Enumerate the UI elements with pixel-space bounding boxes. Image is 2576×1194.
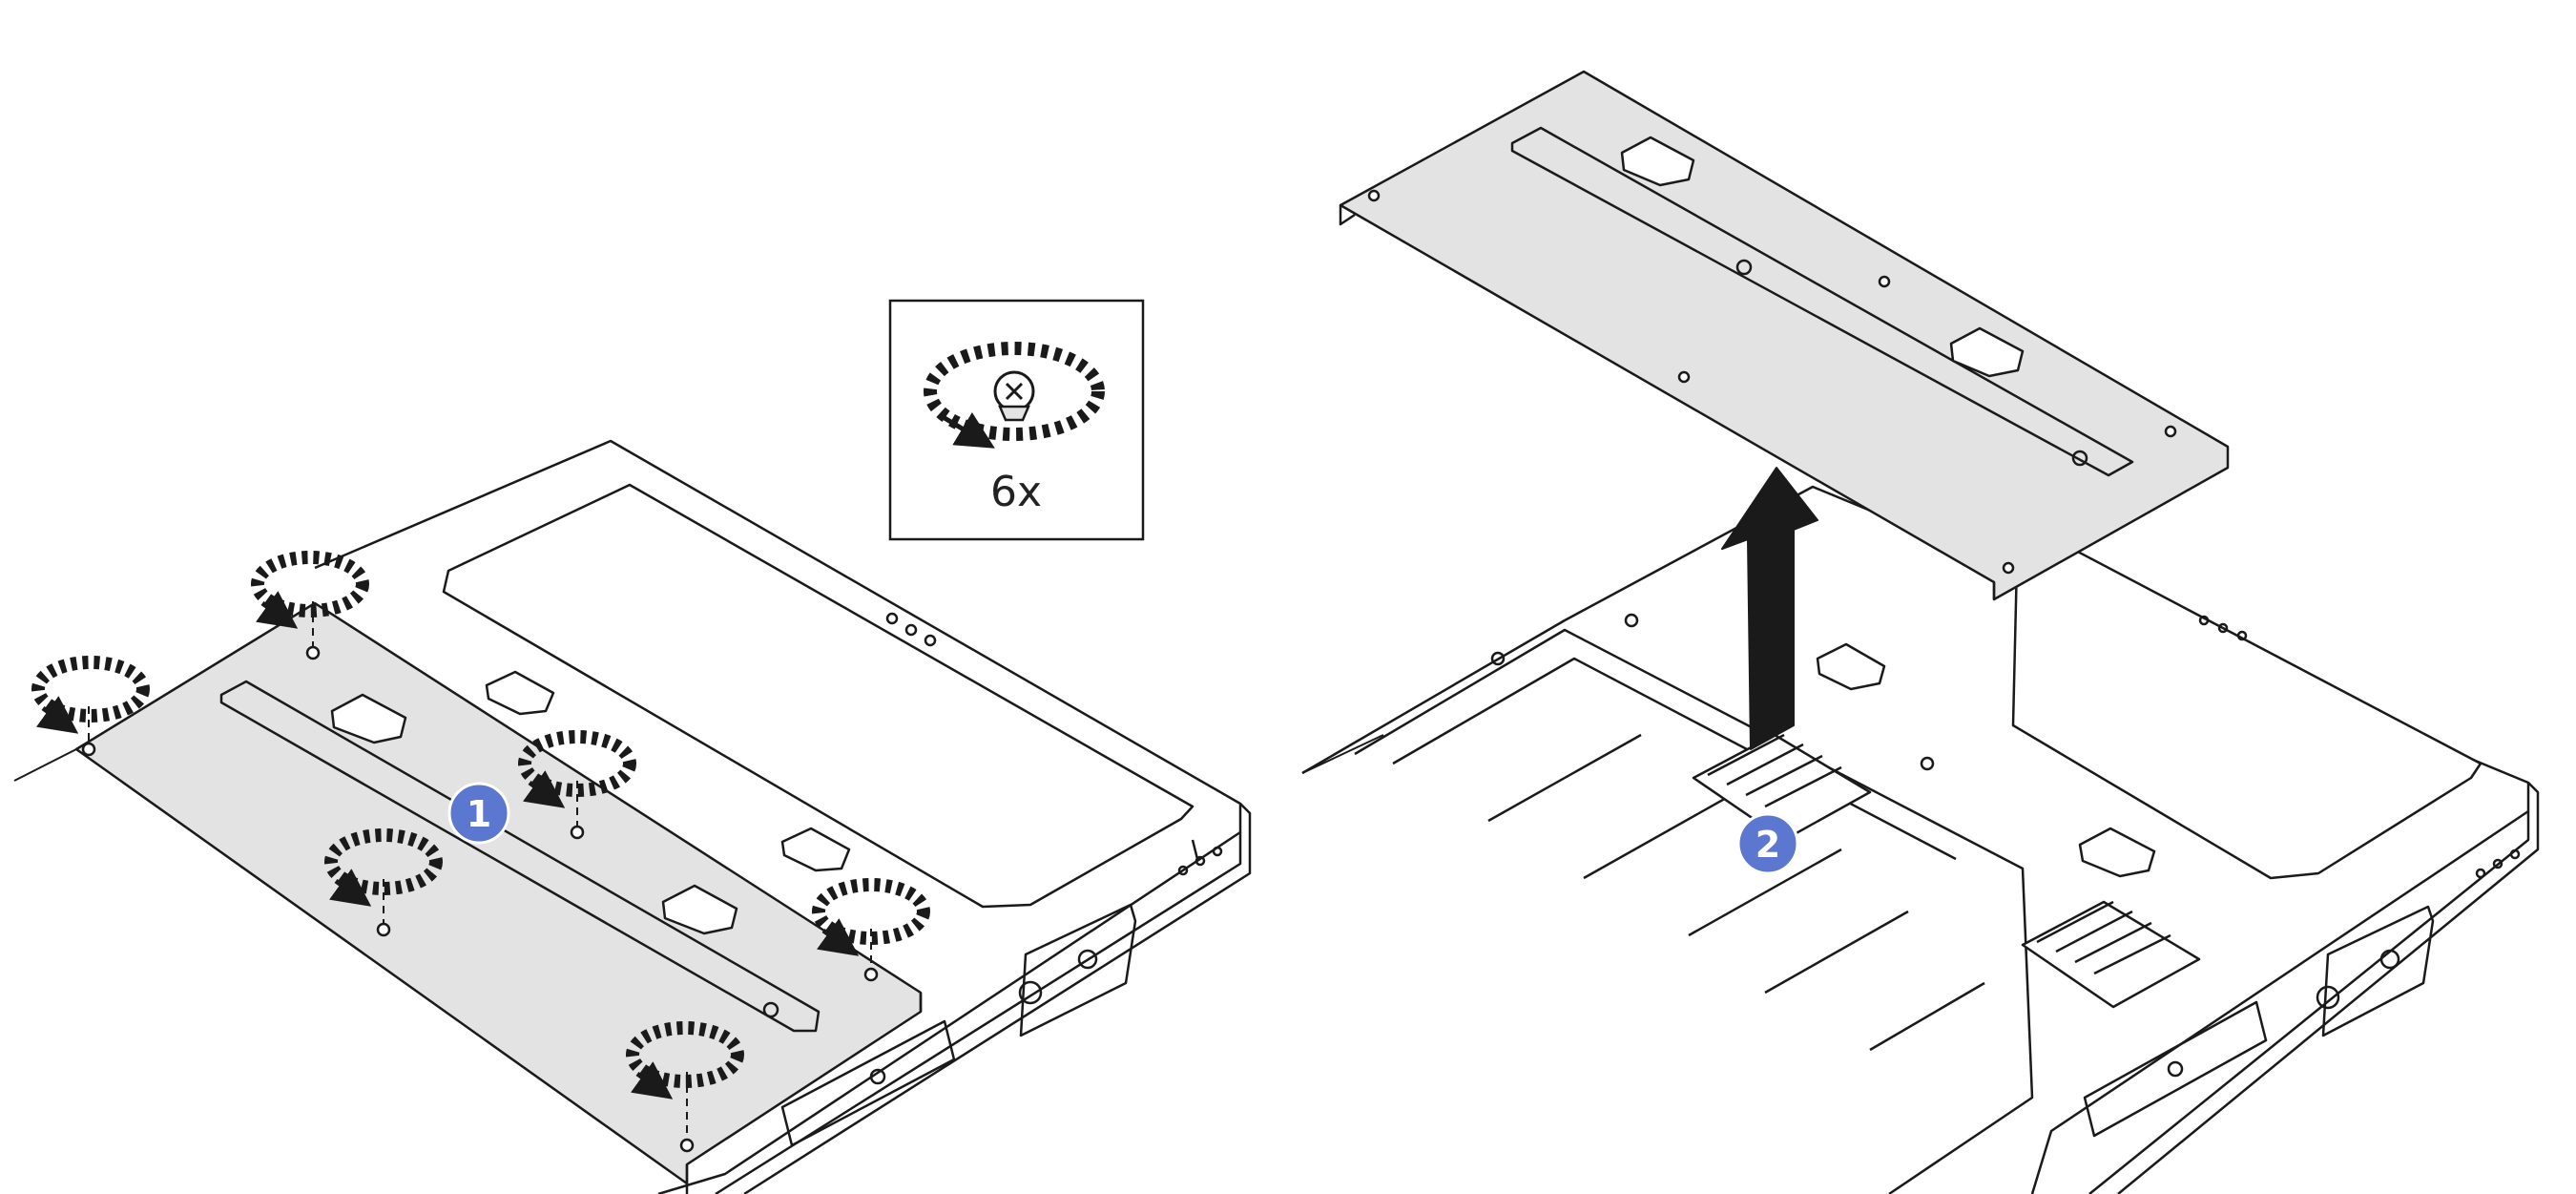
rotate-arrow-icon: [324, 828, 443, 924]
rotate-arrow-icon: [31, 656, 150, 744]
screw-6: [679, 1138, 695, 1153]
chassis-left: [314, 439, 1252, 1194]
front-top-cover: [74, 601, 923, 1194]
step-1-callout: 1: [447, 782, 510, 845]
right-panel: 2: [1301, 70, 2540, 1194]
chassis-right: [1301, 485, 2540, 1194]
step-1-number: 1: [467, 793, 491, 835]
rotate-arrow-icon: [626, 1021, 744, 1140]
lift-arrow-icon: [1721, 467, 1818, 750]
quantity-inset: 6x: [888, 299, 1145, 541]
step-1-badge: [447, 782, 510, 845]
screw-3: [570, 825, 585, 840]
rotate-arrow-icon: [518, 730, 636, 827]
step-2-callout: 2: [1736, 812, 1799, 875]
screw-2: [305, 645, 321, 660]
step-2-badge: [1736, 812, 1799, 875]
screw-1: [81, 742, 96, 757]
screw-4: [376, 922, 391, 937]
screw-rotate-icon: [924, 342, 1105, 449]
left-panel: 1: [13, 439, 1252, 1194]
step-2-number: 2: [1755, 824, 1780, 866]
screw-5: [863, 967, 879, 982]
rotate-arrow-icon: [251, 551, 369, 647]
quantity-label: 6x: [990, 468, 1042, 516]
rotate-arrow-icon: [812, 878, 930, 969]
lifted-top-cover: [1339, 70, 2230, 601]
rotate-indicators: [31, 551, 930, 1140]
